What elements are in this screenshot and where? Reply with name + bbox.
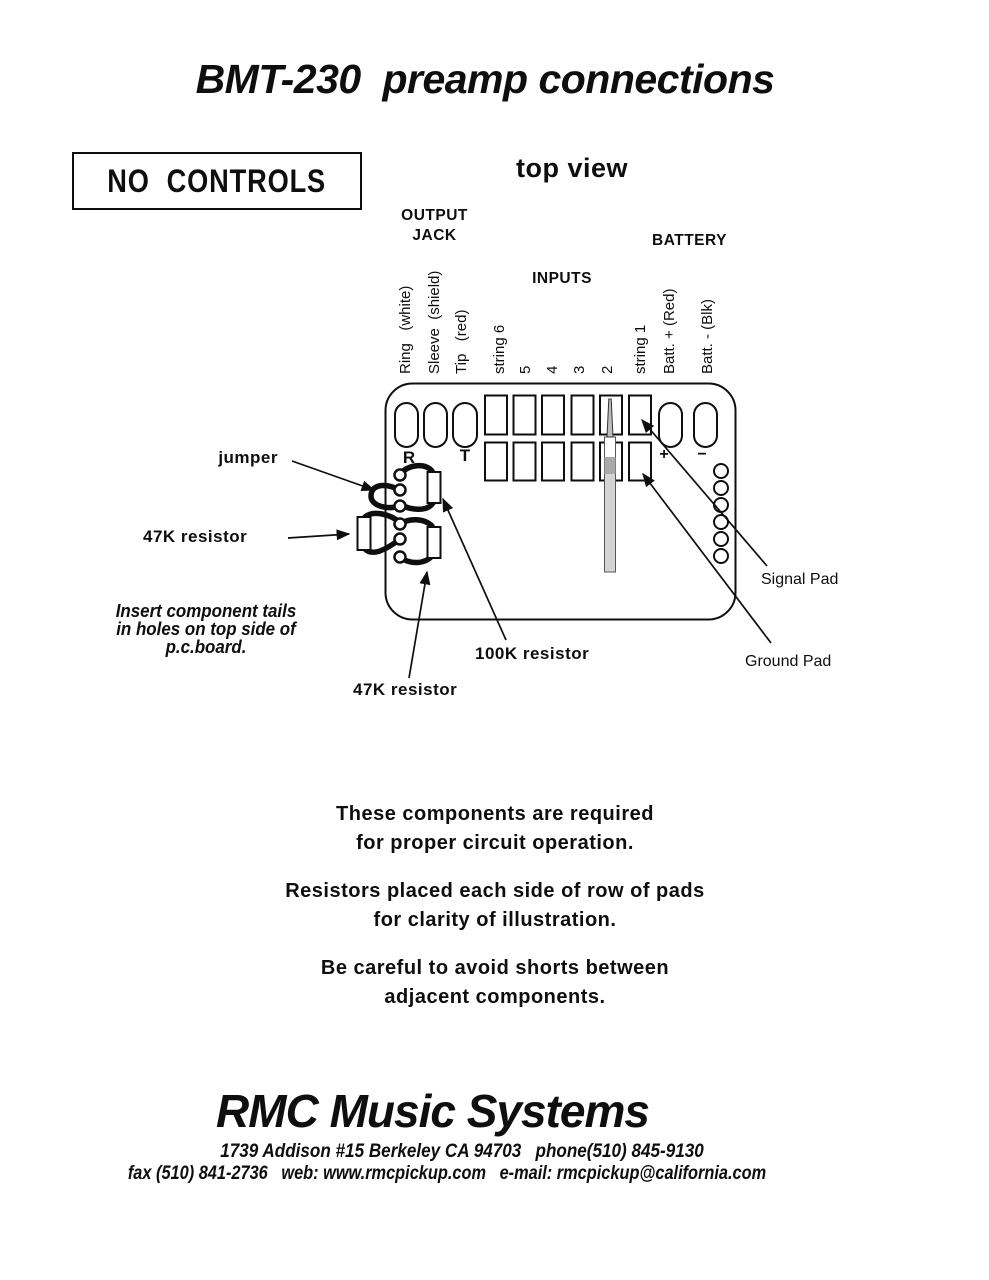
resistor-47k-bottom-label: 47K resistor [353,680,458,699]
jumper-callout-label: jumper [218,448,278,467]
output-jack-line2: JACK [412,227,457,244]
note-paragraph-2: Resistors placed each side of row of pad… [5,877,985,935]
note2-line2: for clarity of illustration. [373,909,617,931]
page-title: BMT-230 preamp connections [195,56,775,102]
resistor-100k-arrow [442,497,507,641]
footer-company-name: RMC Music Systems [216,1085,650,1137]
note1-line2: for proper circuit operation. [356,832,634,854]
pin-label-string6: string 6 [491,324,508,374]
resistor-100k-body [426,471,442,504]
resistor-bodies [356,471,442,559]
pin-label-string1: string 1 [632,324,649,374]
insert-note-line3: p.c.board. [165,637,247,657]
ground-pad-rect [628,441,652,482]
note3-line1: Be careful to avoid shorts between [320,957,670,979]
pin-label-batt-plus: Batt. + (Red) [661,288,678,374]
signal-pad-rect [628,394,652,436]
resistor-47k-left-label: 47K resistor [143,527,248,546]
insert-note-line1: Insert component tails [115,601,297,621]
battery-label: BATTERY [652,232,727,249]
no-controls-box: NO CONTROLS [72,152,362,210]
resistor-47k-left-body [356,516,372,551]
inputs-label: INPUTS [532,270,592,287]
insert-note-line2: in holes on top side of [116,619,296,639]
pin-label-string5: 5 [517,365,534,374]
pin-label-sleeve: Sleeve (shield) [426,270,443,374]
resistor-47k-bottom-arrow [408,570,431,679]
output-jack-line1: OUTPUT [401,207,468,224]
tip-pin-label: T [459,446,471,465]
note3-line2: adjacent components. [384,986,606,1008]
jumper-arrow [291,460,376,492]
pin-label-ring: Ring (white) [397,285,414,374]
batt-plus-pin-label: + [659,446,669,463]
ring-pin-label: R [402,448,416,467]
pcb-diagram [287,382,772,679]
needle [604,398,616,573]
note-paragraph-1: These components are required for proper… [5,800,985,858]
ground-pad-arrow [642,472,772,644]
pin-label-string4: 4 [544,365,561,374]
batt-minus-pin-label: − [697,446,707,463]
resistor-100k-label: 100K resistor [475,644,590,663]
resistor-47k-left-arrow [287,529,351,541]
top-view-label: top view [515,153,628,183]
jumper-wire [368,482,403,511]
component-holes [393,468,407,564]
output-jack-label: OUTPUT JACK [382,206,487,246]
note-paragraph-3: Be careful to avoid shorts between adjac… [5,954,985,1012]
callout-arrows [287,418,772,679]
resistor-47k-lower-body [426,526,442,559]
pin-label-string2: 2 [599,365,616,374]
note2-line1: Resistors placed each side of row of pad… [285,880,705,902]
signal-pad-label: Signal Pad [761,571,839,588]
output-jack-pads [394,402,478,448]
battery-pads [658,402,718,448]
note1-line1: These components are required [336,803,654,825]
footer-contact-line: fax (510) 841-2736 web: www.rmcpickup.co… [127,1163,767,1184]
signal-pad-arrow [641,418,768,567]
pin-label-string3: 3 [571,365,588,374]
insert-note: Insert component tails in holes on top s… [93,602,319,656]
footer-address-line: 1739 Addison #15 Berkeley CA 94703 phone… [220,1141,704,1162]
pin-label-batt-minus: Batt. - (Blk) [699,298,716,374]
ground-pad-label: Ground Pad [745,653,832,670]
no-controls-label: NO CONTROLS [107,162,327,199]
pin-label-tip: Tip (red) [453,309,470,374]
mounting-holes [713,463,729,564]
